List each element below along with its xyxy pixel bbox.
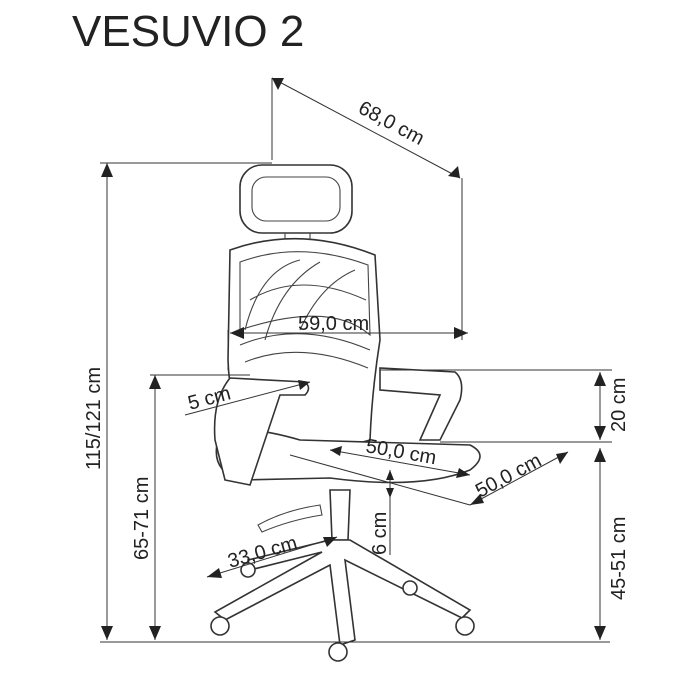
label-seat-adjust: 6 cm: [369, 512, 391, 555]
label-armrest-to-seat: 20 cm: [608, 378, 630, 432]
label-width-arms: 59,0 cm: [298, 313, 369, 335]
label-total-height: 115/121 cm: [83, 367, 105, 470]
label-seat-width: 50,0 cm: [472, 450, 545, 503]
chair-illustration: [210, 164, 481, 662]
label-seat-height: 45-51 cm: [608, 517, 630, 600]
label-armrest-height: 65-71 cm: [131, 477, 153, 560]
dimension-lines: [100, 77, 612, 643]
product-title: VESUVIO 2: [72, 7, 304, 56]
